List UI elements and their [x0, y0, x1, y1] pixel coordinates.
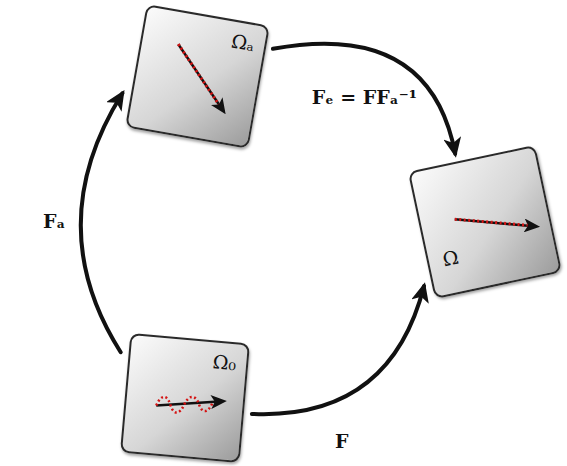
fiber-arrow	[126, 6, 271, 151]
mapping-arrow	[273, 44, 455, 154]
domain-box: Ω	[408, 145, 562, 299]
mapping-label: Fₐ	[40, 210, 68, 233]
mapping-arrow	[81, 93, 123, 352]
domain-box: Ω₀	[120, 333, 250, 463]
domain-label: Ωₐ	[229, 29, 256, 55]
domain-box: Ωₐ	[125, 4, 270, 149]
domain-label: Ω₀	[212, 350, 237, 374]
mapping-label: F	[332, 430, 352, 453]
fiber-arrow	[410, 146, 564, 300]
domain-label: Ω	[441, 246, 461, 271]
mapping-label: Fₑ = FFₐ⁻¹	[309, 86, 420, 109]
mapping-arrow	[252, 286, 424, 414]
